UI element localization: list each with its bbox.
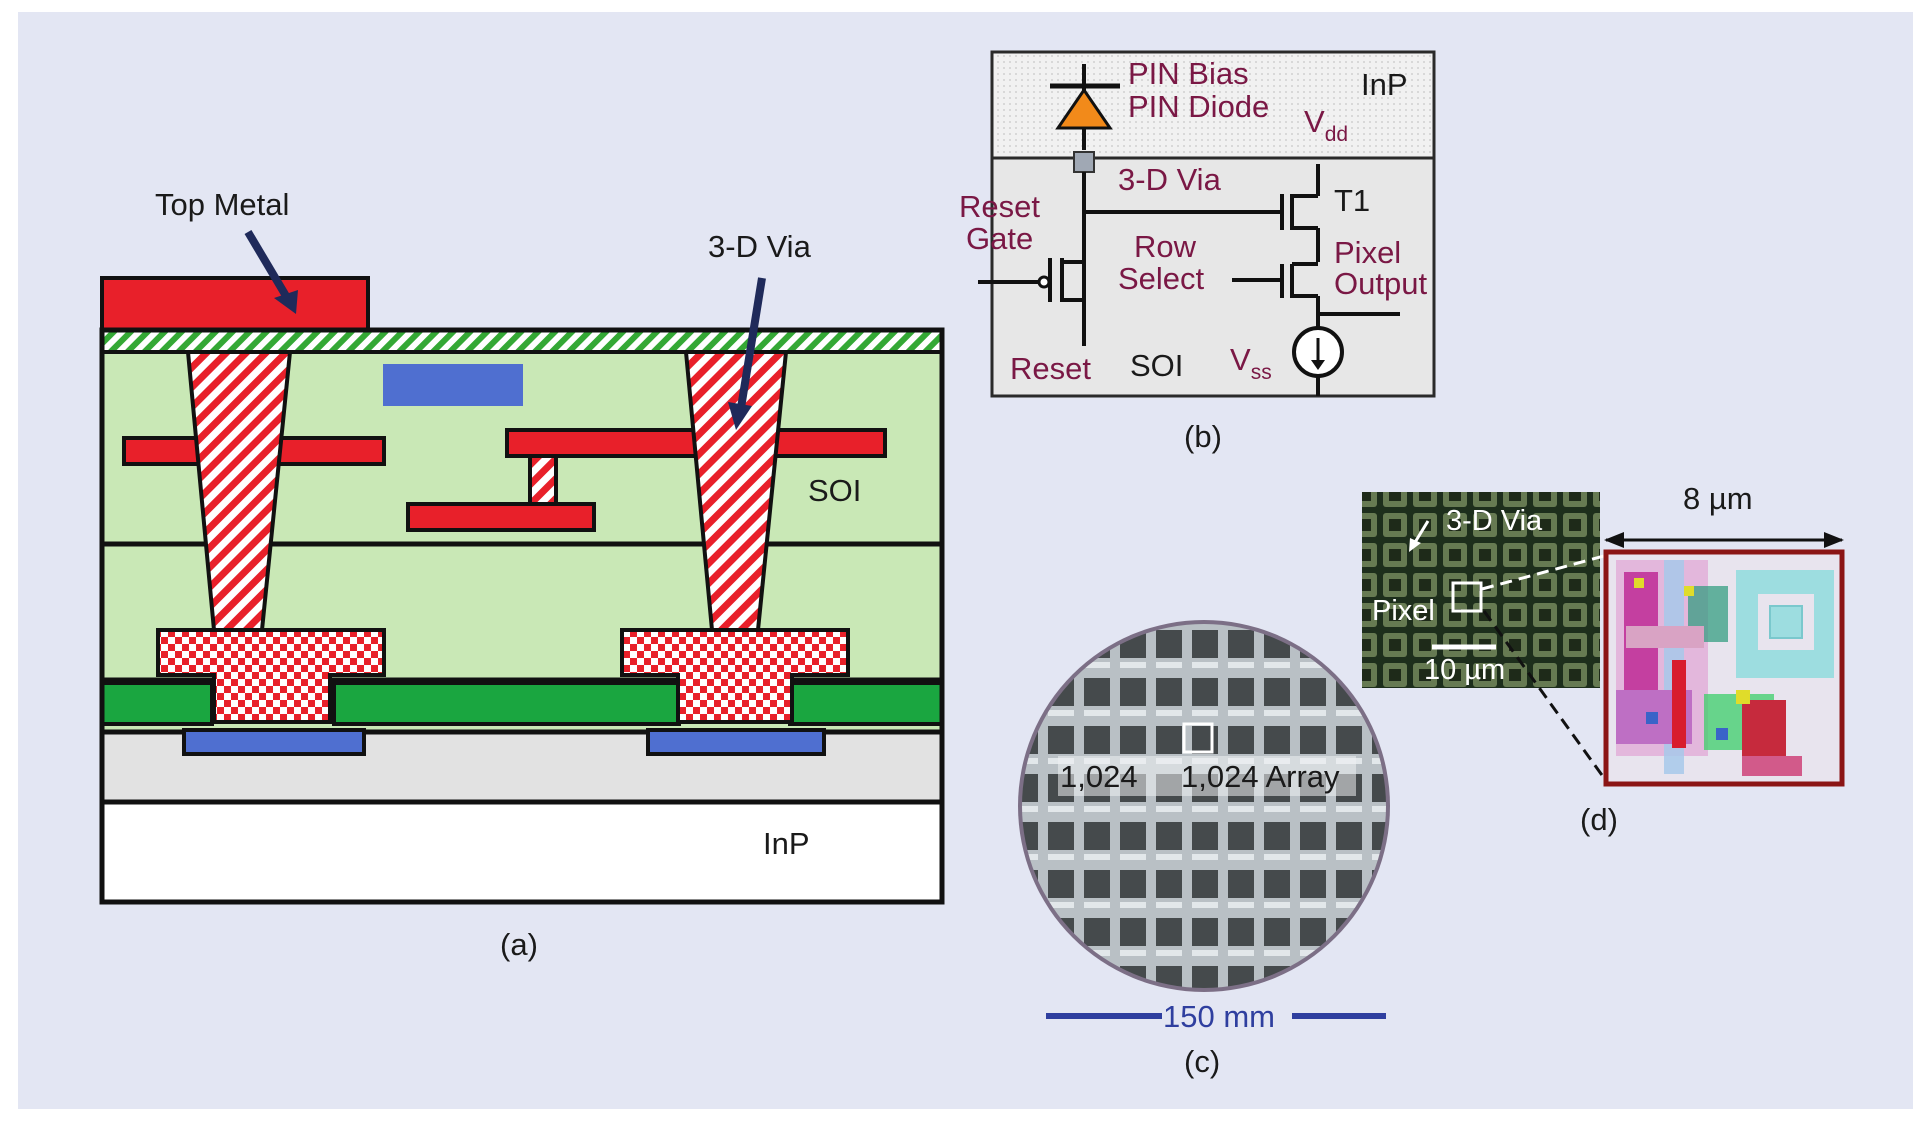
vss-label: Vss <box>1230 342 1272 384</box>
pin-diode-icon <box>1055 87 1113 130</box>
array-label-left: 1,024 <box>1060 759 1138 794</box>
wafer-scale-label: 150 mm <box>1163 999 1275 1034</box>
inp-substrate-layer <box>102 802 942 902</box>
inp-label-a: InP <box>763 826 810 861</box>
scale-large-label: 8 µm <box>1683 481 1753 516</box>
caption-d: (d) <box>1580 802 1618 837</box>
pixel-output-label-2: Output <box>1334 266 1427 301</box>
array-label-right: 1,024 Array <box>1181 759 1340 794</box>
reset-gate-label-1: Reset <box>959 189 1040 224</box>
panel-b-circuit: PIN Bias PIN Diode InP Vdd 3-D Via T1 Re… <box>959 50 1436 454</box>
caption-a: (a) <box>500 927 538 962</box>
soi-region <box>992 158 1434 396</box>
top-metal-label: Top Metal <box>155 187 289 222</box>
top-metal-block <box>100 276 370 332</box>
soi-label-b: SOI <box>1130 348 1183 383</box>
scale-small-label: 10 µm <box>1424 654 1505 686</box>
metal-via-small <box>528 454 558 506</box>
panel-d-layout: 3-D Via Pixel 10 µm 8 µm (d) <box>1362 481 1845 837</box>
wafer-die-grid <box>1022 624 1386 988</box>
hatched-passivation-layer <box>100 328 944 354</box>
bond-pad-right <box>620 628 850 724</box>
via-label-b: 3-D Via <box>1118 162 1222 197</box>
pixel-label: Pixel <box>1372 595 1435 627</box>
blue-element-top <box>383 364 523 406</box>
pin-diode-label: PIN Diode <box>1128 89 1269 124</box>
inp-region <box>992 52 1434 158</box>
vdd-label: Vdd <box>1304 104 1348 146</box>
selected-array-outline <box>1182 722 1214 754</box>
row-select-label-2: Select <box>1118 261 1205 296</box>
metal-line-lower <box>406 502 596 532</box>
green-bond-layer-right <box>788 681 944 726</box>
soi-label-a: SOI <box>808 473 861 508</box>
inp-label-b: InP <box>1361 67 1408 102</box>
pin-bias-label: PIN Bias <box>1128 56 1249 91</box>
3d-via-square <box>1073 151 1095 173</box>
blue-contact-left <box>182 728 366 756</box>
reset-gate-label-2: Gate <box>966 221 1033 256</box>
panel-c-wafer: 1,024 1,024 Array 150 mm (c) <box>1018 620 1390 1079</box>
via-label-a: 3-D Via <box>708 229 812 264</box>
blue-contact-right <box>646 728 826 756</box>
via-label-d: 3-D Via <box>1446 505 1543 537</box>
green-bond-layer-left <box>100 681 214 726</box>
reset-label: Reset <box>1010 351 1091 386</box>
bond-pad-left <box>156 628 386 724</box>
caption-b: (b) <box>1184 419 1222 454</box>
caption-c: (c) <box>1184 1044 1220 1079</box>
pixel-highlight <box>1451 581 1483 613</box>
cross-section-outline <box>99 327 945 905</box>
panel-a-cross-section: Top Metal 3-D Via SOI InP (a) <box>99 187 945 962</box>
row-select-label-1: Row <box>1134 229 1197 264</box>
green-bond-layer-mid <box>332 681 681 726</box>
pixel-output-label-1: Pixel <box>1334 235 1401 270</box>
t1-label: T1 <box>1334 183 1370 218</box>
